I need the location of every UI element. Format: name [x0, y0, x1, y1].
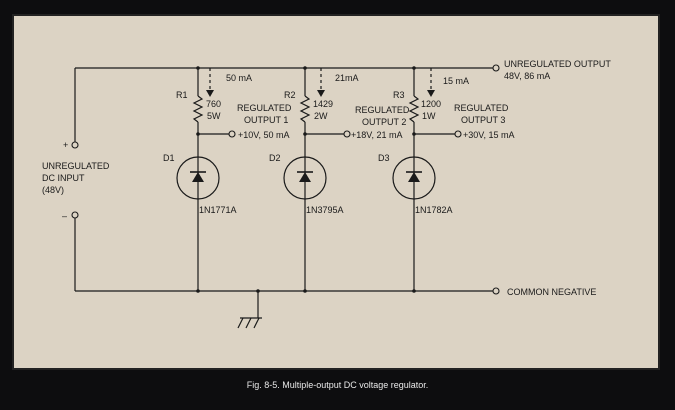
ground-hatch-3 [253, 317, 260, 329]
output-1-terminal [228, 130, 236, 138]
output-2-label-line2: OUTPUT 2 [362, 117, 406, 127]
figure-caption: Fig. 8-5. Multiple-output DC voltage reg… [246, 380, 429, 390]
r1-ohms-label: 760 [206, 99, 221, 109]
output-2-label-line1: REGULATED [355, 105, 410, 115]
r2-resistor-symbol [299, 95, 311, 123]
output-3-label-line2: OUTPUT 3 [461, 115, 505, 125]
r3-ohms-label: 1200 [421, 99, 441, 109]
junction-dot [196, 66, 200, 70]
output-1-label-line1: REGULATED [237, 103, 292, 113]
d2-label: D2 [269, 153, 281, 163]
r1-resistor-symbol [192, 95, 204, 123]
d2-zener-body [283, 156, 327, 200]
ground-hatch-1 [237, 317, 244, 329]
input-plus-sign: + [63, 140, 68, 150]
junction-dot [303, 289, 307, 293]
d2-part-label: 1N3795A [306, 205, 344, 215]
output-1-value: +10V, 50 mA [238, 130, 289, 140]
r2-ohms-label: 1429 [313, 99, 333, 109]
d1-zener-body [176, 156, 220, 200]
d1-label: D1 [163, 153, 175, 163]
current-3-arrowhead [427, 90, 435, 97]
input-label-line1: UNREGULATED [42, 161, 110, 171]
d1-part-label: 1N1771A [199, 205, 237, 215]
ground-hatch-2 [245, 317, 252, 329]
input-label-line3: (48V) [42, 185, 64, 195]
junction-dot [412, 289, 416, 293]
common-negative-label: COMMON NEGATIVE [507, 287, 596, 297]
r2-watts-label: 2W [314, 111, 328, 121]
r3-resistor-symbol [408, 95, 420, 123]
d3-label: D3 [378, 153, 390, 163]
junction-dot [303, 66, 307, 70]
unregulated-output-terminal [492, 64, 500, 72]
d3-part-label: 1N1782A [415, 205, 453, 215]
junction-dot [412, 66, 416, 70]
diagram-panel [12, 14, 660, 370]
junction-dot [196, 132, 200, 136]
d2-zener-triangle [299, 172, 311, 182]
junction-dot [196, 289, 200, 293]
regulator-schematic: + – UNREGULATED DC INPUT (48V) UNREGULAT… [42, 59, 611, 329]
d1-zener-triangle [192, 172, 204, 182]
output-3-label-line1: REGULATED [454, 103, 509, 113]
r3-current-label: 15 mA [443, 76, 469, 86]
input-negative-terminal [71, 211, 79, 219]
output-1-label-line2: OUTPUT 1 [244, 115, 288, 125]
d3-zener-body [392, 156, 436, 200]
r1-watts-label: 5W [207, 111, 221, 121]
output-3-value: +30V, 15 mA [463, 130, 514, 140]
output-2-value: +18V, 21 mA [351, 130, 402, 140]
r1-current-label: 50 mA [226, 73, 252, 83]
d3-zener-triangle [408, 172, 420, 182]
junction-dot [256, 289, 260, 293]
r1-name-label: R1 [176, 90, 188, 100]
r2-name-label: R2 [284, 90, 296, 100]
r3-watts-label: 1W [422, 111, 436, 121]
common-negative-terminal [492, 287, 500, 295]
r2-current-label: 21mA [335, 73, 359, 83]
input-positive-terminal [71, 141, 79, 149]
output-2-terminal [343, 130, 351, 138]
input-label-line2: DC INPUT [42, 173, 85, 183]
current-1-arrowhead [206, 90, 214, 97]
input-minus-sign: – [62, 211, 67, 221]
junction-dot [303, 132, 307, 136]
unregulated-output-label: UNREGULATED OUTPUT [504, 59, 611, 69]
r3-name-label: R3 [393, 90, 405, 100]
junction-dot [412, 132, 416, 136]
current-2-arrowhead [317, 90, 325, 97]
output-3-terminal [454, 130, 462, 138]
unregulated-output-value: 48V, 86 mA [504, 71, 550, 81]
